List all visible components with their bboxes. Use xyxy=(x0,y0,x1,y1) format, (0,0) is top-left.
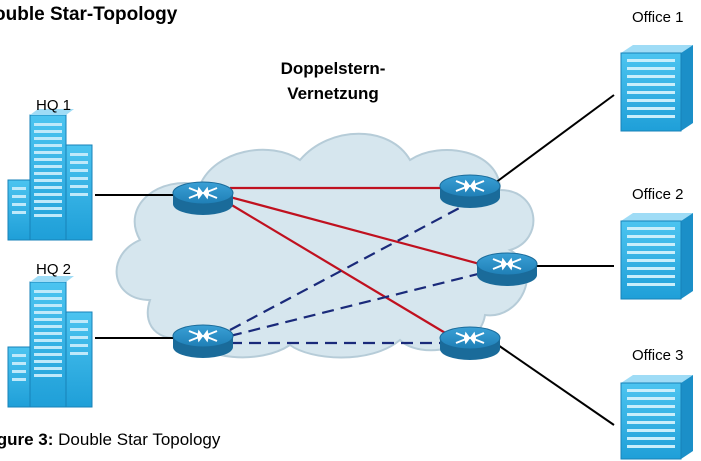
hq1-label: HQ 1 xyxy=(36,97,72,114)
network-cloud xyxy=(115,132,535,359)
router-office1[interactable] xyxy=(439,174,501,208)
backup-links xyxy=(229,204,483,345)
link-hq2-office2 xyxy=(229,271,483,338)
office3-label: Office 3 xyxy=(632,347,684,364)
link-hq2-office1 xyxy=(229,204,466,331)
office3-building-icon xyxy=(620,375,693,460)
hq2-label: HQ 2 xyxy=(36,261,72,278)
router-hq1[interactable] xyxy=(172,181,234,215)
cloud-label-line2: Vernetzung xyxy=(287,84,379,103)
figure-caption-text: Double Star Topology xyxy=(53,430,221,449)
link-office3-router xyxy=(494,342,615,426)
office2-label: Office 2 xyxy=(632,186,684,203)
hq2-building-icon xyxy=(7,276,93,408)
office2-building-icon xyxy=(620,213,693,300)
router-office2[interactable] xyxy=(476,252,538,286)
figure-caption-prefix: igure 3: xyxy=(0,430,54,449)
link-hq1-office3 xyxy=(229,203,448,335)
diagram-title: ouble Star-Topology xyxy=(0,4,178,25)
figure-caption: igure 3: Double Star Topology xyxy=(0,430,220,450)
office1-label: Office 1 xyxy=(632,9,684,26)
router-office3[interactable] xyxy=(439,326,501,360)
cloud-label: Doppelstern- Vernetzung xyxy=(248,56,418,106)
office1-building-icon xyxy=(620,45,693,132)
link-office1-router xyxy=(494,94,615,184)
link-hq1-office2 xyxy=(229,195,481,266)
access-links xyxy=(95,94,615,426)
router-hq2[interactable] xyxy=(172,324,234,358)
primary-links xyxy=(229,186,481,335)
hq1-building-icon xyxy=(7,109,93,241)
cloud-label-line1: Doppelstern- xyxy=(280,59,386,78)
